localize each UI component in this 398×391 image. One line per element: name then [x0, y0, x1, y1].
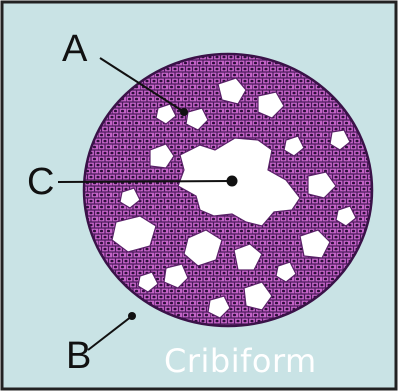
caption-label: Cribiform: [164, 343, 317, 379]
target-dot-c: [227, 176, 238, 187]
gland: [84, 54, 372, 326]
pointer-line-c: [58, 181, 232, 182]
label-b: B: [66, 337, 91, 375]
label-c: C: [27, 163, 54, 201]
target-dot-a: [180, 108, 188, 116]
target-dot-b: [128, 312, 136, 320]
label-a: A: [62, 30, 87, 68]
